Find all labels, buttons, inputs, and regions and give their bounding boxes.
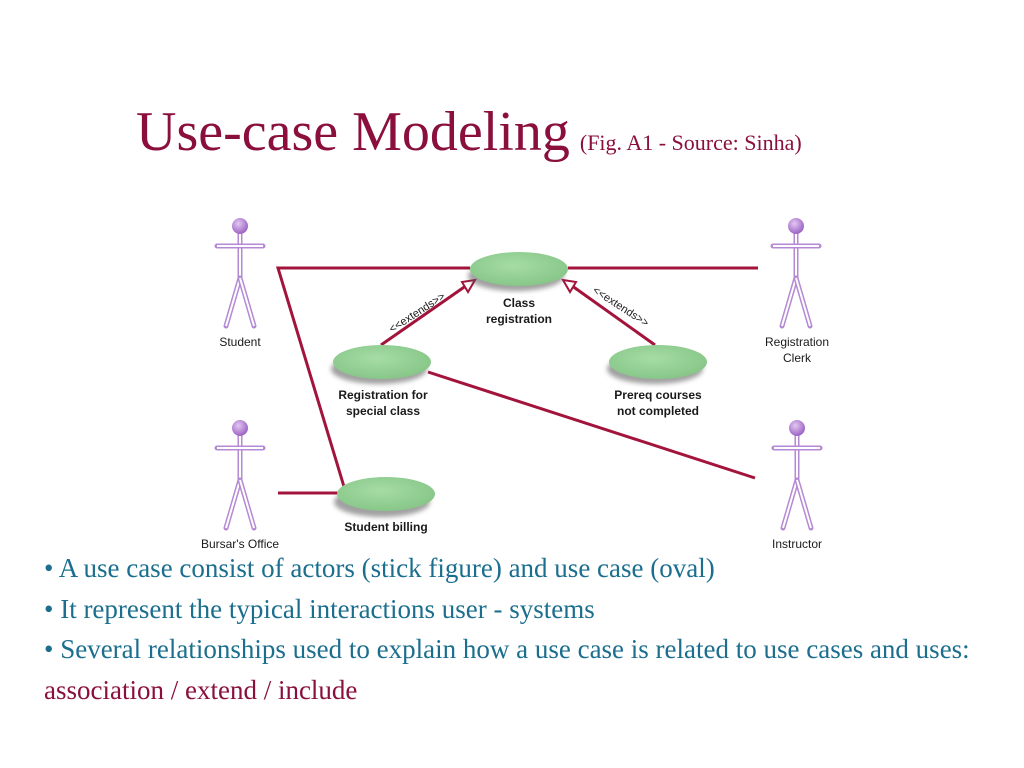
use-case-oval bbox=[470, 252, 568, 286]
use-case-registration-special-class: Registration for special class bbox=[331, 345, 431, 418]
use-case-student-billing: Student billing bbox=[334, 477, 435, 534]
bullet-list: • A use case consist of actors (stick fi… bbox=[44, 548, 984, 710]
association-line-student bbox=[275, 266, 470, 491]
bullet-highlight: association / extend / include bbox=[44, 674, 358, 705]
title-subtitle: (Fig. A1 - Source: Sinha) bbox=[579, 130, 802, 155]
use-case-label: Prereq courses bbox=[614, 388, 702, 402]
actor-label: Bursar's Office bbox=[201, 537, 279, 551]
slide-title: Use-case Modeling (Fig. A1 - Source: Sinh… bbox=[136, 100, 802, 164]
use-case-class-registration: Class registration bbox=[468, 252, 568, 326]
actor-label: Student bbox=[219, 335, 261, 349]
bullet-text: • A use case consist of actors (stick fi… bbox=[44, 553, 715, 583]
stick-figure-icon bbox=[773, 218, 819, 326]
actor-student: Student bbox=[217, 218, 263, 349]
extends-line-prereq bbox=[567, 281, 656, 347]
title-main: Use-case Modeling bbox=[136, 101, 570, 163]
use-case-oval bbox=[333, 345, 431, 379]
extends-arrowhead-right bbox=[561, 278, 578, 294]
actor-label: Registration bbox=[765, 335, 829, 349]
extends-arrowhead-left bbox=[460, 278, 477, 294]
use-case-label: Class bbox=[503, 296, 535, 310]
extends-label-left: <<extends>> bbox=[387, 290, 447, 335]
actor-instructor: Instructor bbox=[772, 420, 822, 551]
use-case-label: not completed bbox=[617, 404, 699, 418]
use-case-label: special class bbox=[346, 404, 420, 418]
actor-bursars-office: Bursar's Office bbox=[201, 420, 279, 551]
stick-figure-icon bbox=[774, 420, 820, 528]
bullet-item: • Several relationships used to explain … bbox=[44, 629, 984, 710]
stick-figure-icon bbox=[217, 218, 263, 326]
use-case-prereq-courses: Prereq courses not completed bbox=[607, 345, 707, 418]
use-case-label: Student billing bbox=[344, 520, 427, 534]
use-case-oval bbox=[609, 345, 707, 379]
bullet-item: • A use case consist of actors (stick fi… bbox=[44, 548, 984, 589]
bullet-item: • It represent the typical interactions … bbox=[44, 589, 984, 630]
actor-registration-clerk: Registration Clerk bbox=[765, 218, 829, 365]
bullet-text: • It represent the typical interactions … bbox=[44, 593, 595, 624]
association-line-instructor bbox=[427, 370, 756, 480]
actor-label: Instructor bbox=[772, 537, 822, 551]
extends-line-special-class bbox=[380, 281, 471, 347]
stick-figure-icon bbox=[217, 420, 263, 528]
use-case-label: registration bbox=[486, 312, 552, 326]
use-case-oval bbox=[337, 477, 435, 511]
actor-label: Clerk bbox=[783, 351, 812, 365]
bullet-text: • Several relationships used to explain … bbox=[44, 634, 970, 664]
use-case-label: Registration for bbox=[338, 388, 428, 402]
